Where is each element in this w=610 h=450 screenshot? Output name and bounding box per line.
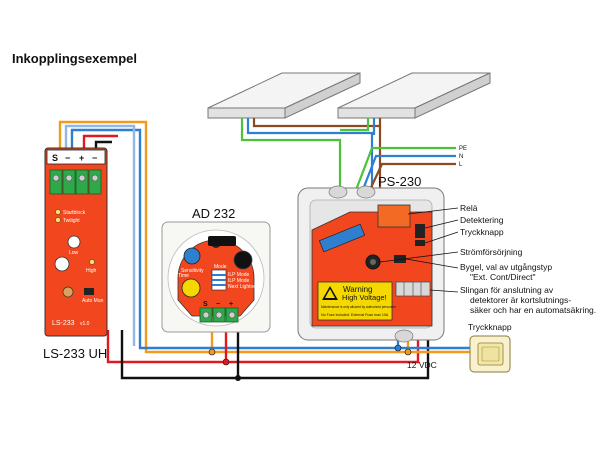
low-voltage-wires <box>58 120 470 380</box>
ps230-device-name: PS-230 <box>378 174 421 189</box>
ls233-knob-low[interactable] <box>67 235 81 249</box>
ls233-screw-terminal-3[interactable] <box>75 169 89 195</box>
page-title: Inkopplingsexempel <box>12 51 137 66</box>
ad232-terminal-minus: − <box>216 301 220 308</box>
wire-junctions <box>208 344 412 381</box>
mains-label-n: N <box>459 154 463 160</box>
ps230-mains-terminal[interactable] <box>318 223 366 253</box>
ad232-knob-time[interactable] <box>181 278 201 298</box>
ls233-led-startblock <box>55 209 61 215</box>
callout-rela: Relä <box>460 203 478 213</box>
ls233-knob-label-high: High <box>86 268 97 274</box>
ls233-knob-high[interactable] <box>54 256 70 272</box>
ls233-led-label-twilight: Twilight <box>63 218 80 224</box>
ls233-terminal-plus: + <box>79 153 84 163</box>
callout-lines <box>379 207 459 293</box>
ls233-led-label-startblock: Startblock <box>63 210 86 216</box>
ps230-device: Warning High Voltage! Maintenance is onl… <box>297 185 445 343</box>
ps230-relay <box>377 204 411 228</box>
ps230-jumper[interactable] <box>394 255 406 263</box>
ps230-warning-fuse: No Fuse included. External Fuse max 10A <box>321 313 389 317</box>
callout-slingan-line-1: Slingan för anslutning av <box>460 285 554 295</box>
push-button-device[interactable] <box>469 335 511 373</box>
ps230-warning-title: Warning <box>343 285 373 294</box>
ps230-warning-subtitle: High Voltage! <box>342 293 387 302</box>
ad232-knob-right[interactable] <box>233 250 253 270</box>
ls233-screw-terminal-2[interactable] <box>62 169 76 195</box>
callout-slingan-line-3: säker och har en automatsäkring. <box>470 305 596 315</box>
callout-tryckknapp: Tryckknapp <box>460 227 504 237</box>
ls233-screw-terminal-4[interactable] <box>88 169 102 195</box>
mains-label-pe: PE <box>459 146 467 152</box>
ad232-label-next: Next Lightness <box>228 284 262 290</box>
callout-slingan-line-2: detektorer är kortslutnings- <box>470 295 571 305</box>
ls233-terminal-minus: − <box>65 153 70 163</box>
ls233-device-name: LS-233 UH <box>43 346 107 361</box>
ad232-terminal-s: S <box>203 301 208 308</box>
ls233-knob-label-auto-man: Auto Man <box>82 298 104 304</box>
ad232-label-mode: Mode <box>214 264 227 270</box>
ps230-button-connector[interactable] <box>415 240 425 246</box>
light-fixture-right <box>337 72 491 119</box>
ad232-device-name: AD 232 <box>192 206 235 221</box>
ls233-terminal-s: S <box>52 153 58 163</box>
callout-bygel-line-1: Bygel, val av utgångstyp <box>460 262 552 272</box>
ls233-terminal-minus-2: − <box>92 153 97 163</box>
ps230-warning-small: Maintenance is only allowed by authorize… <box>321 305 396 309</box>
ps230-voltage: 12 VDC <box>407 360 437 370</box>
callout-stromforsorjning: Strömförsörjning <box>460 247 523 257</box>
ls233-sensor <box>62 286 74 298</box>
ls233-panel-label: LS-233 <box>52 320 75 327</box>
ad232-chip <box>208 236 236 246</box>
mains-label-l: L <box>459 162 463 168</box>
ls233-knob-label-low: Low <box>69 250 79 256</box>
ls233-screw-terminal-1[interactable] <box>49 169 63 195</box>
ps230-detect-connector[interactable] <box>415 224 425 238</box>
ad232-knob-sensitivity[interactable] <box>183 247 201 265</box>
ad232-device: Sensitivity Time Mode ILP Mode ILP Mode … <box>161 221 271 333</box>
ad232-label-ilp-1: ILP Mode <box>228 272 250 278</box>
mains-wires <box>240 118 456 200</box>
callout-bygel-line-2: "Ext. Cont/Direct" <box>470 272 536 282</box>
ad232-label-time: Time <box>178 273 189 279</box>
ls233-version: v1.0 <box>80 321 90 327</box>
ad232-label-ilp-2: ILP Mode <box>228 278 250 284</box>
ls233-led-twilight <box>55 217 61 223</box>
push-button-name: Tryckknapp <box>468 322 512 332</box>
ls233-device: S − + − Startblock Twilight Low High Aut… <box>44 147 108 337</box>
ad232-label-sensitivity: Sensitivity <box>181 268 204 274</box>
ls233-switch-auto-man[interactable] <box>84 288 94 295</box>
callout-detektering: Detektering <box>460 215 504 225</box>
light-fixture-left <box>207 72 361 119</box>
ad232-terminal-plus: + <box>229 301 233 308</box>
